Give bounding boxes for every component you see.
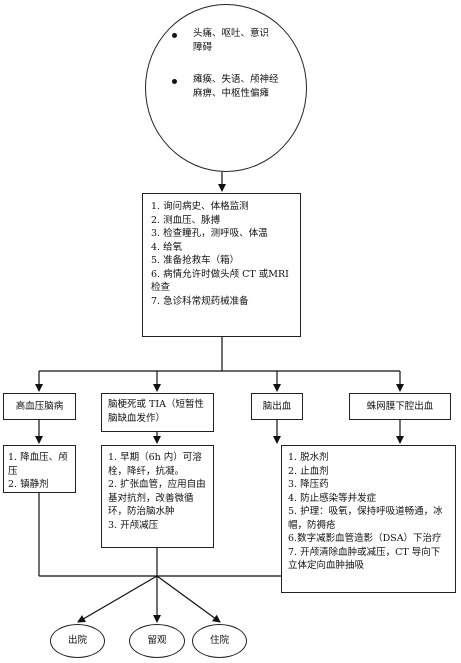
treatment-hypertensive: 1. 降血压、颅压 2. 镇静剂 — [3, 445, 76, 493]
treatment-item: 7. 开颅清除血肿或减压，CT 导向下立体定向血肿抽吸 — [288, 546, 441, 572]
assessment-step: 1. 询问病史、体格监测 — [151, 201, 249, 212]
bullet-icon — [172, 79, 177, 84]
arrow-to-admit — [156, 575, 221, 623]
treatment-item: 3. 开颅减压 — [108, 519, 159, 531]
treatment-item: 3. 降压药 — [288, 479, 329, 490]
assessment-step: 6. 病情允许时做头颅 CT 或MRI检查 — [151, 268, 289, 294]
symptom-circle — [145, 4, 307, 172]
assessment-step: 2. 测血压、脉搏 — [151, 214, 221, 226]
arrow-to-discharge — [77, 575, 158, 623]
outcome-discharge: 出院 — [50, 624, 105, 658]
category-hypertensive: 高血压脑病 — [3, 393, 76, 420]
symptom-bullet-1: 头痛、呕吐、意识障碍 — [193, 28, 270, 53]
treatment-item: 5. 护理：吸氧，保持呼吸道畅通，冰帽，防褥疮 — [288, 506, 443, 531]
treatment-item: 1. 早期（6h 内）可溶栓，降纤，抗凝。 — [108, 452, 202, 477]
outcome-observe: 留观 — [129, 624, 185, 658]
treatment-infarction: 1. 早期（6h 内）可溶栓，降纤，抗凝。 2. 扩张血管，应用自由基对抗剂，改… — [101, 445, 214, 548]
treatment-item: 2. 扩张血管，应用自由基对抗剂，改善微循环，防治脑水肿 — [108, 479, 206, 517]
treatment-item: 4. 防止感染等并发症 — [288, 492, 377, 504]
assessment-step: 3. 检查瞳孔，测呼吸、体温 — [151, 228, 268, 239]
assessment-step: 4. 给氧 — [151, 241, 183, 253]
assessment-step: 5. 准备抢救车（箱） — [151, 255, 240, 266]
category-hemorrhage: 脑出血 — [251, 393, 303, 420]
treatment-hemorrhage: 1. 脱水剂 2. 止血剂 3. 降压药 4. 防止感染等并发症 5. 护理：吸… — [281, 445, 456, 593]
treatment-item: 1. 脱水剂 — [288, 452, 329, 463]
treatment-item: 2. 镇静剂 — [8, 479, 49, 490]
category-subarachnoid: 蛛网膜下腔出血 — [349, 393, 451, 420]
symptom-bullet-2: 瘫痪、失语、颅神经麻痹、中枢性偏瘫 — [193, 74, 279, 99]
treatment-item: 6.数字减影血管造影（DSA）下治疗 — [288, 533, 442, 544]
bullet-icon — [172, 33, 177, 38]
assessment-step: 7. 急诊科常规药械准备 — [151, 295, 249, 307]
treatment-item: 1. 降血压、颅压 — [8, 452, 68, 477]
category-infarction: 脑梗死或 TIA（短暂性脑缺血发作） — [101, 393, 214, 432]
treatment-item: 2. 止血剂 — [288, 465, 329, 477]
assessment-box: 1. 询问病史、体格监测 2. 测血压、脉搏 3. 检查瞳孔，测呼吸、体温 4.… — [142, 193, 301, 337]
outcome-admit: 住院 — [192, 624, 247, 658]
